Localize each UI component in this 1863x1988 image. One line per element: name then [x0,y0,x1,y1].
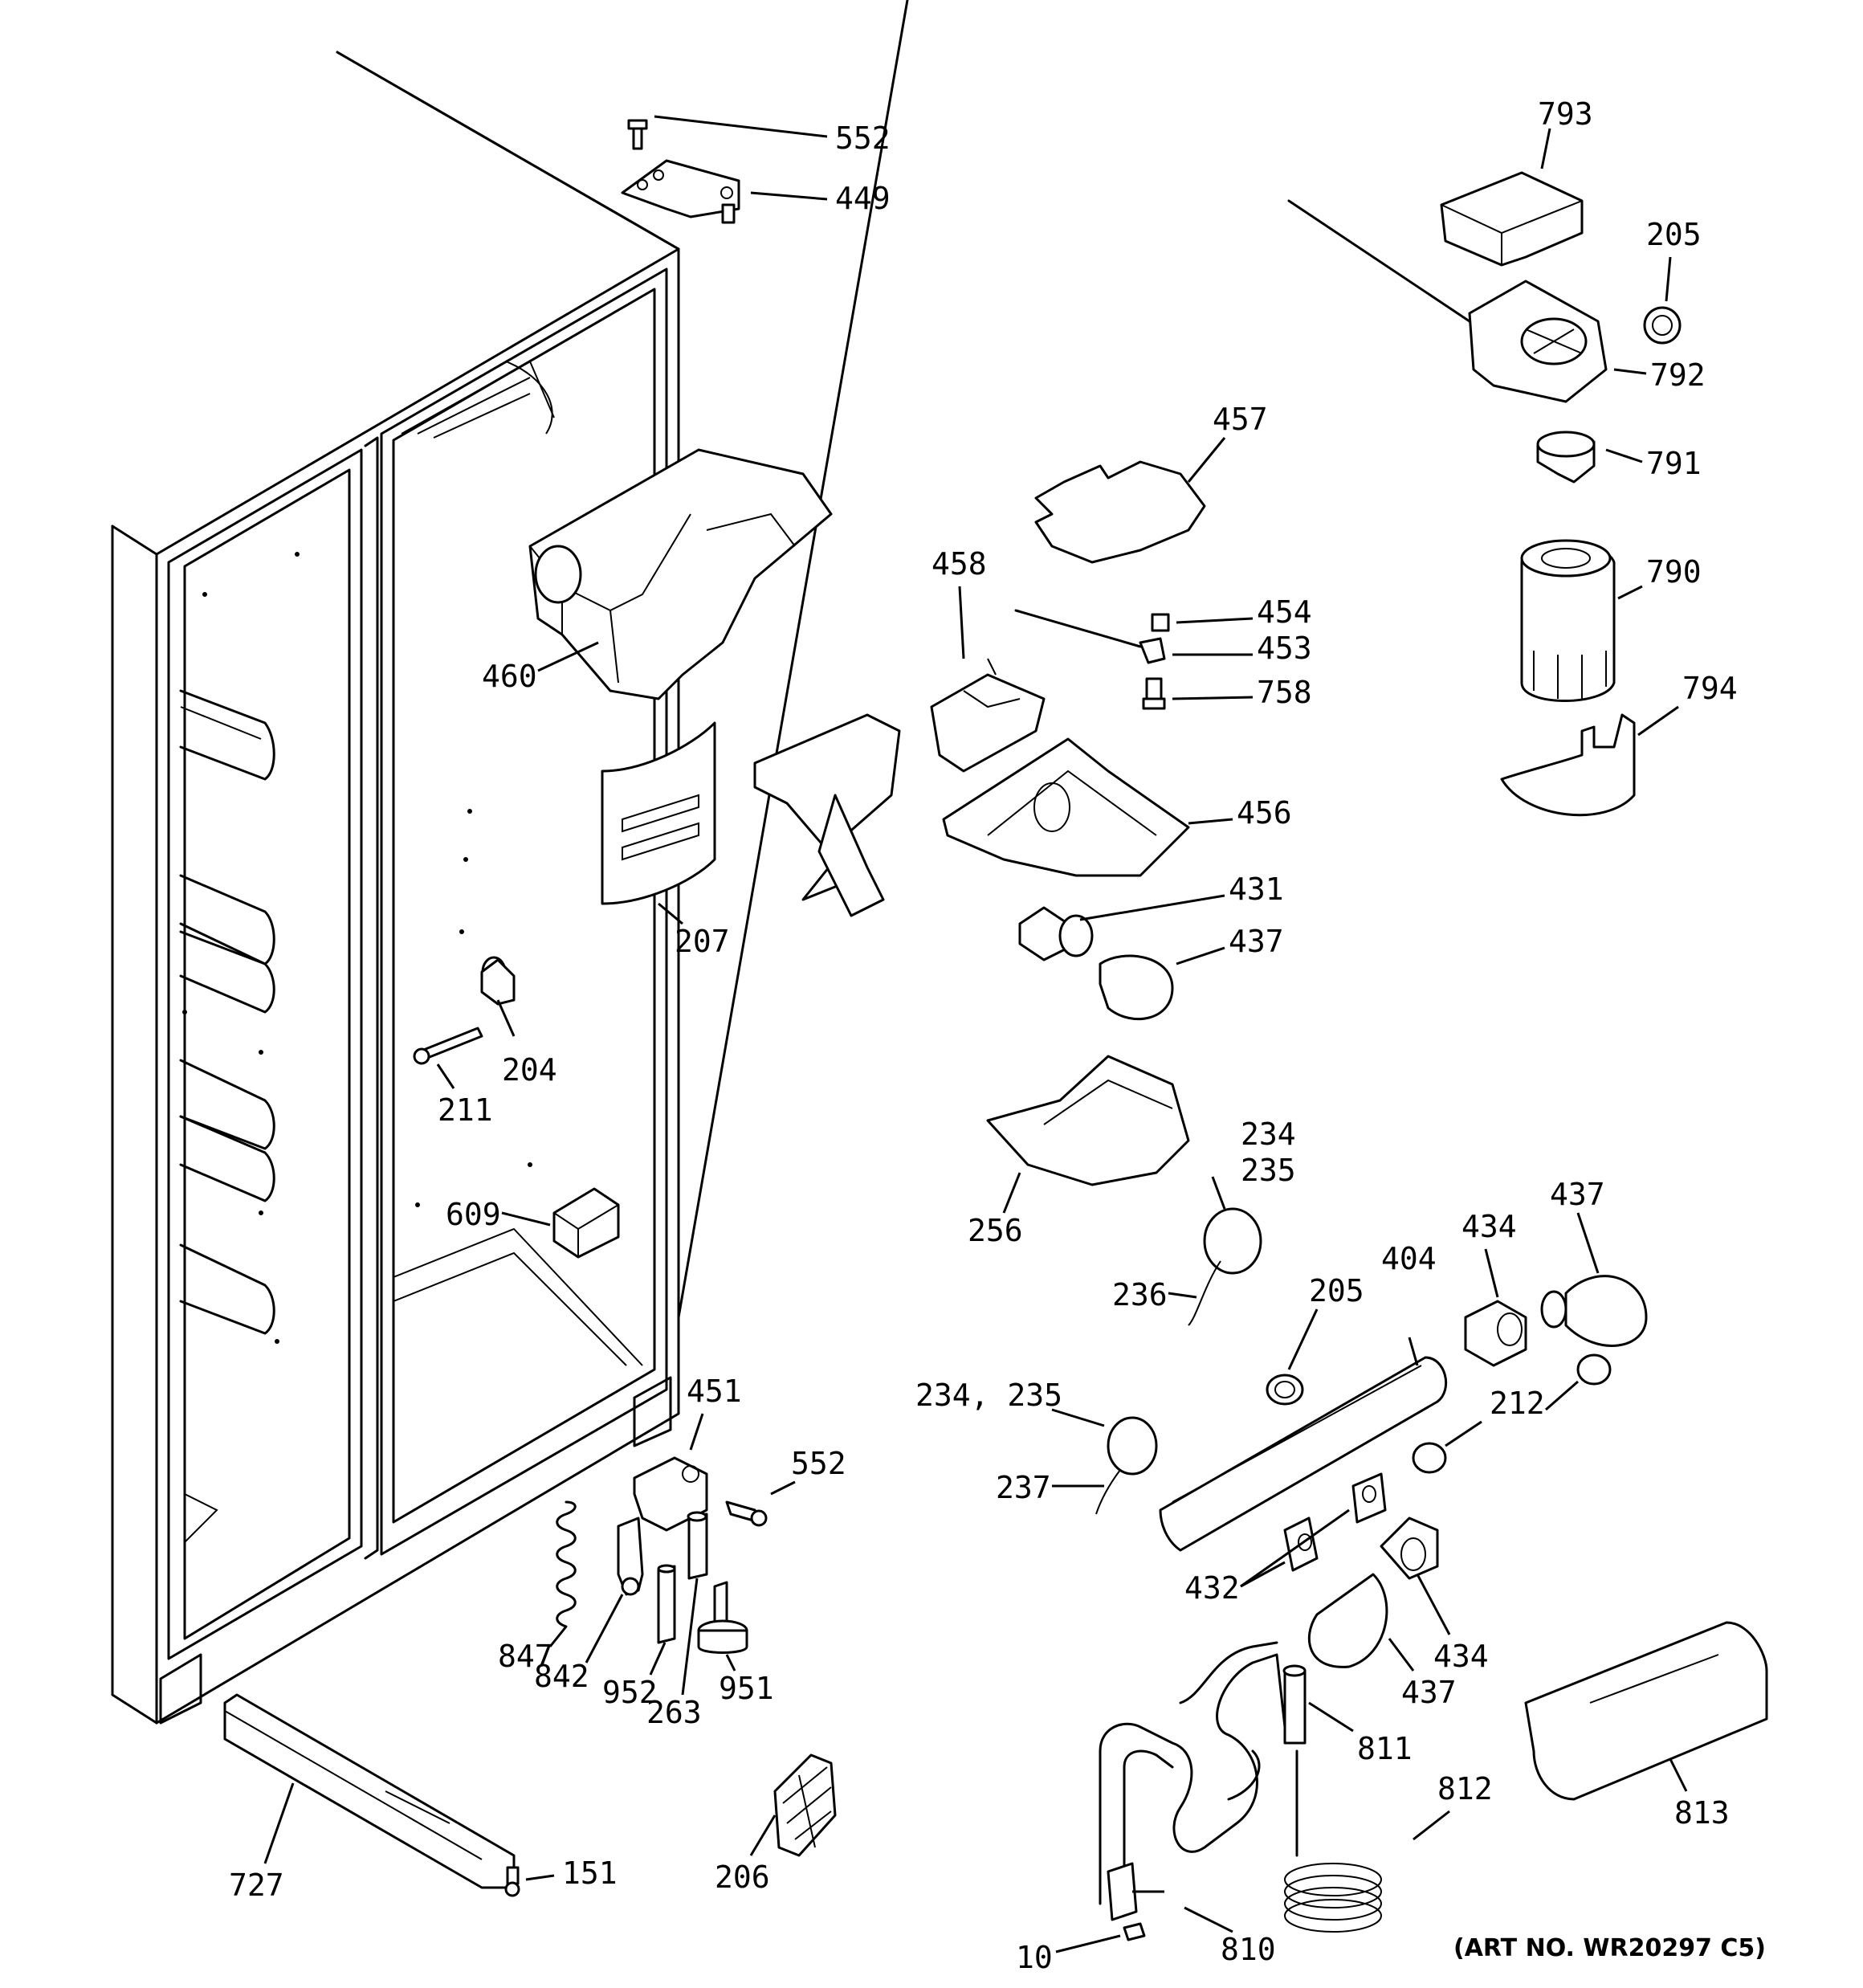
callout-460: 460 [482,659,537,694]
bulb-437-top [1540,1212,1648,1347]
callout-457: 457 [1213,402,1268,437]
callout-449: 449 [835,181,891,216]
water-filter-assembly [1287,128,1682,817]
callout-952: 952 [602,1675,658,1710]
callout-434-top: 434 [1461,1209,1517,1244]
dispenser-chute-458 [753,586,1046,917]
callout-234: 234 [1241,1116,1296,1152]
socket-434-top [1464,1248,1527,1367]
callout-810: 810 [1221,1932,1276,1967]
callout-456: 456 [1237,795,1292,831]
cover-256 [986,1055,1190,1214]
funnel-456 [942,737,1233,877]
callout-205-top: 205 [1646,217,1702,252]
water-tank-810 [1055,1641,1302,1953]
grille-206 [749,1753,837,1857]
callout-237: 237 [996,1470,1051,1505]
callout-256: 256 [968,1213,1023,1248]
panel-207 [601,721,716,925]
callout-454: 454 [1257,594,1312,630]
callout-207: 207 [675,924,730,959]
lamp-431-437 [1018,894,1225,1021]
callout-847: 847 [498,1639,553,1674]
callout-790: 790 [1646,554,1702,590]
callout-236: 236 [1112,1277,1168,1312]
plate-457 [1034,437,1226,564]
callout-437-mid: 437 [1229,924,1284,959]
spacer-212 [1412,1353,1612,1474]
clip-237 [1051,1408,1158,1515]
screw-and-spacer [413,956,516,1089]
callout-10: 10 [1016,1940,1053,1975]
spacer-205-bottom [1266,1308,1319,1406]
callout-812: 812 [1437,1771,1493,1806]
callout-951: 951 [719,1671,774,1706]
callout-263: 263 [646,1695,702,1730]
callout-792: 792 [1650,357,1706,393]
callout-431: 431 [1229,872,1284,907]
cover-813 [1524,1621,1768,1801]
bottom-hinge-assembly [548,1413,796,1696]
callout-727: 727 [229,1868,284,1903]
socket-432 [1240,1472,1387,1588]
refrigerator-cabinet [111,0,909,1725]
socket-434-bottom [1380,1517,1451,1635]
callout-434-bottom: 434 [1433,1639,1489,1674]
top-hinge-assembly [621,115,828,224]
switch-609 [501,1187,620,1259]
callout-794: 794 [1682,671,1738,706]
wire-and-fittings [1014,609,1254,710]
callout-404: 404 [1381,1241,1437,1276]
art-number-label: (ART NO. WR20297 C5) [1453,1934,1766,1962]
callout-609: 609 [446,1197,501,1232]
callout-811: 811 [1357,1731,1413,1766]
callout-206: 206 [715,1859,770,1895]
callout-234-235: 234, 235 [915,1378,1062,1413]
callout-205-bottom: 205 [1309,1273,1364,1308]
light-shield-404 [1159,1337,1448,1552]
callout-151: 151 [562,1855,618,1891]
bulb-437-bottom [1307,1573,1415,1672]
callout-813: 813 [1674,1795,1730,1831]
callout-212: 212 [1490,1386,1545,1421]
callout-758: 758 [1257,675,1312,710]
callout-458: 458 [932,546,987,582]
callout-451: 451 [687,1374,742,1409]
callout-437-bottom: 437 [1401,1675,1457,1710]
kickplate-727 [223,1693,516,1889]
tubing-812 [1284,1749,1450,1933]
callout-552-top: 552 [835,120,891,156]
screw-151 [504,1866,555,1897]
duct-460 [528,448,833,700]
filter-811 [1282,1664,1354,1745]
clip-236 [1168,1176,1262,1326]
callout-432: 432 [1184,1570,1240,1606]
callout-842: 842 [534,1659,589,1694]
callout-211: 211 [438,1092,493,1128]
callout-235: 235 [1241,1153,1296,1188]
callout-552-bottom: 552 [791,1446,846,1481]
callout-791: 791 [1646,446,1702,481]
callout-453: 453 [1257,631,1312,666]
callout-labels: 552 449 793 205 792 791 790 794 457 458 … [229,96,1766,1975]
callout-437-top: 437 [1550,1177,1605,1212]
callout-793: 793 [1538,96,1593,132]
callout-204: 204 [502,1052,557,1088]
